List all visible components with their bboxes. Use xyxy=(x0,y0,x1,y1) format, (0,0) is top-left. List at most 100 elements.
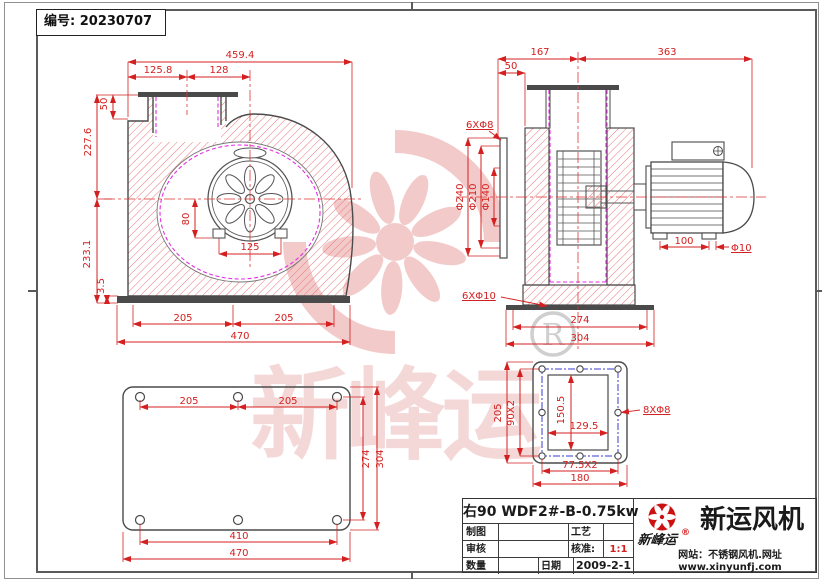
dim-front-base-left: 205 xyxy=(173,313,192,324)
titleblock-line xyxy=(498,523,499,574)
website-url: www.xinyunfj.com xyxy=(678,562,782,573)
dim-side-base-holes: 6XΦ10 xyxy=(462,291,496,302)
motor-end-cap xyxy=(722,161,755,234)
brand-script-text: 新峰运 xyxy=(636,533,678,548)
company-logo-icon xyxy=(648,503,676,531)
website-line: 网站：不锈钢风机.网址 xyxy=(678,550,782,561)
motor xyxy=(645,141,755,240)
side-base-plate xyxy=(506,305,654,310)
dim-side-flange-gap: 50 xyxy=(505,61,518,72)
dim-flange-hole-rows: 90X2 xyxy=(506,400,517,426)
titleblock-line xyxy=(538,557,539,574)
dim-front-base-thickness: 3.5 xyxy=(96,278,107,294)
plate-view: 205 205 274 304 410 470 xyxy=(122,386,386,562)
dim-flange-hole-cols: 77.5X2 xyxy=(562,460,597,471)
flange-view: 205 90X2 150.5 129.5 8XΦ8 77.5X2 180 xyxy=(493,361,670,487)
titleblock-line xyxy=(603,523,604,557)
housing-wall-left xyxy=(524,127,550,286)
scroll-cavity-line xyxy=(156,141,324,283)
titleblock-line xyxy=(573,557,574,574)
scroll-outline xyxy=(127,97,354,297)
dim-front-base-right: 205 xyxy=(274,313,293,324)
dim-front-outlet-depth: 50 xyxy=(99,98,110,111)
quantity-label: 数量 xyxy=(466,561,486,572)
date-value: 2009-2-1 xyxy=(575,559,632,572)
serial-number-box: 编号: 20230707 xyxy=(36,9,166,36)
dim-side-flange-dia: Φ240 xyxy=(455,184,466,211)
dim-side-motor-foot-span: 100 xyxy=(674,236,693,247)
dim-plate-depth: 304 xyxy=(375,449,386,468)
motor-foot-front xyxy=(652,232,668,240)
front-view: 459.4 125.8 128 50 227.6 233.1 3.5 80 12… xyxy=(82,50,362,345)
base-plate xyxy=(117,296,350,303)
frame-tick-left xyxy=(28,290,36,292)
inner-frame xyxy=(36,9,817,573)
dim-side-housing-depth: 167 xyxy=(530,47,549,58)
flange-dimensions: 205 90X2 150.5 129.5 8XΦ8 77.5X2 180 xyxy=(493,361,670,487)
dim-plate-hole-right: 205 xyxy=(278,396,297,407)
inlet-flange-plate xyxy=(499,137,508,259)
serial-number-text: 编号: 20230707 xyxy=(44,14,153,29)
dim-side-base-hole-span: 274 xyxy=(570,315,589,326)
titleblock-line xyxy=(463,540,633,541)
plate-dimensions: 205 205 274 304 410 470 xyxy=(122,386,386,562)
dim-plate-width: 470 xyxy=(229,548,248,559)
dim-side-base-depth: 304 xyxy=(570,333,589,344)
dim-front-height-lower: 233.1 xyxy=(82,240,93,269)
scale-value: 1:1 xyxy=(609,544,628,555)
side-view: 167 363 50 6XΦ8 Φ240 Φ210 Φ140 6XΦ10 274… xyxy=(455,47,766,350)
frame-tick-top xyxy=(411,2,413,9)
titleblock-line xyxy=(463,523,633,524)
process-label: 工艺 xyxy=(571,527,591,538)
side-dimensions: 167 363 50 6XΦ8 Φ240 Φ210 Φ140 6XΦ10 274… xyxy=(455,47,753,347)
dim-front-foot-height: 80 xyxy=(181,213,192,226)
titleblock-line xyxy=(633,499,634,574)
duct-lining xyxy=(155,97,219,137)
terminal-box xyxy=(671,141,725,161)
dim-plate-hole-left: 205 xyxy=(179,396,198,407)
watermark-script-text: 新峰运 xyxy=(250,356,542,474)
scroll-wall xyxy=(128,95,353,296)
dim-plate-hole-depth: 274 xyxy=(361,449,372,468)
dim-flange-opening-height: 150.5 xyxy=(556,396,567,425)
titleblock-line xyxy=(463,557,633,558)
company-name: 新运风机 xyxy=(699,505,804,535)
dim-front-base-width: 470 xyxy=(230,331,249,342)
base-plate-outline xyxy=(122,386,351,531)
front-dimensions: 459.4 125.8 128 50 227.6 233.1 3.5 80 12… xyxy=(82,50,353,345)
watermark-registered-icon: R xyxy=(530,311,576,357)
dim-flange-width: 180 xyxy=(570,473,589,484)
dim-front-total-width: 459.4 xyxy=(226,50,255,61)
dim-flange-opening-width: 129.5 xyxy=(570,421,599,432)
registered-mark: ® xyxy=(681,528,690,538)
watermark-registered-letter: R xyxy=(542,318,566,353)
frame-tick-right xyxy=(817,290,822,292)
outlet-flange xyxy=(138,92,238,97)
date-label: 日期 xyxy=(541,561,561,572)
outlet-flange-side xyxy=(527,85,619,90)
dim-plate-hole-span: 410 xyxy=(229,531,248,542)
title-block: 右90 WDF2#-B-0.75kw 制图 工艺 审核 核准: 1:1 数量 日… xyxy=(462,498,817,574)
drawn-label: 制图 xyxy=(466,527,486,538)
flange-opening xyxy=(547,374,609,451)
dim-side-inlet-holes: 6XΦ8 xyxy=(466,120,493,131)
dim-flange-holes: 8XΦ8 xyxy=(643,405,670,416)
dim-side-motor-depth: 363 xyxy=(657,47,676,58)
approved-label: 核准: xyxy=(571,544,595,555)
side-centerlines xyxy=(456,52,766,350)
frame-tick-bottom xyxy=(411,573,413,579)
model-number: 右90 WDF2#-B-0.75kw xyxy=(463,504,639,520)
dim-flange-height: 205 xyxy=(493,403,504,422)
dim-side-bolt-circle: Φ210 xyxy=(468,184,479,211)
scroll-cavity-lining xyxy=(159,144,321,280)
checked-label: 审核 xyxy=(466,544,486,555)
dim-front-foot-span: 125 xyxy=(240,242,259,253)
dim-front-flange-left: 125.8 xyxy=(144,65,173,76)
dim-side-inlet-dia: Φ140 xyxy=(481,184,492,211)
titleblock-line xyxy=(568,523,569,557)
dim-front-height-upper: 227.6 xyxy=(83,128,94,157)
motor-body xyxy=(650,161,724,234)
dim-side-motor-foot-hole: Φ10 xyxy=(731,243,752,254)
